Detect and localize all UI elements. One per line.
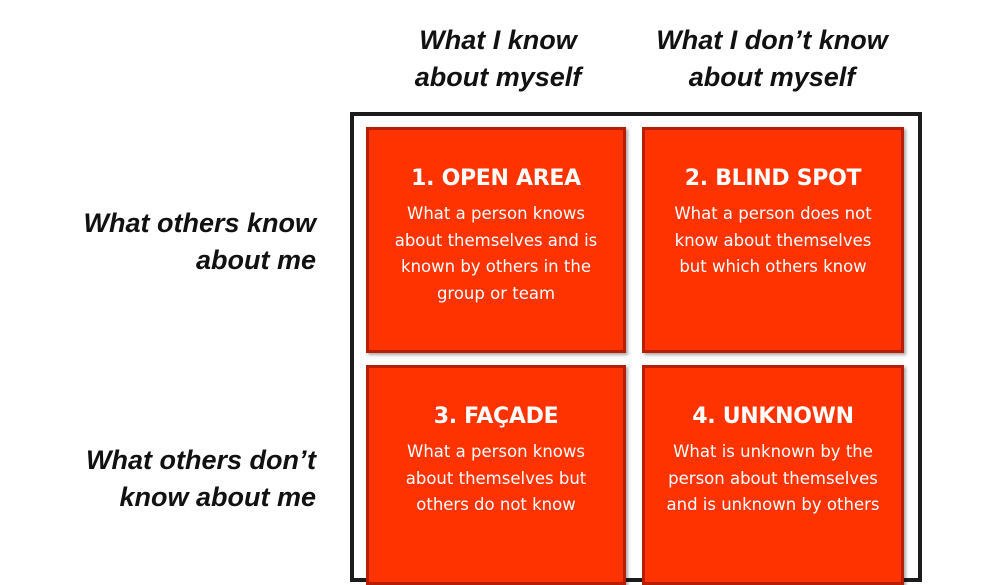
description-line: person about themselves [668,468,878,488]
description-line: What a person does not [674,204,872,223]
quadrant-title: 4. UNKNOWN [692,404,854,429]
quadrant-blind-spot: 2. BLIND SPOT What a person does not kno… [642,127,904,353]
quadrant-open-area: 1. OPEN AREA What a person knows about t… [366,127,626,353]
column-header-known-to-self: What I know about myself [398,22,598,96]
row-header-unknown-to-others: What others don’t know about me [86,442,316,516]
description-line: What a person knows [407,442,585,461]
column-header-unknown-to-self: What I don’t know about myself [640,22,904,96]
quadrant-title: 3. FAÇADE [433,404,559,429]
quadrant-unknown: 4. UNKNOWN What is unknown by the person… [642,365,904,585]
column-header-line: about myself [688,62,856,92]
quadrant-title: 1. OPEN AREA [411,166,581,191]
description-line: group or team [436,283,556,303]
quadrant-facade: 3. FAÇADE What a person knows about them… [366,365,626,585]
quadrant-title: 2. BLIND SPOT [684,166,862,191]
description-line: known by others in the [401,257,591,276]
description-line: What a person knows [407,204,585,223]
row-header-line: What others don’t [86,445,316,475]
description-line: and is unknown by others [666,495,880,514]
description-line: about themselves and is [394,230,598,250]
column-header-line: What I don’t know [656,25,888,55]
description-line: but which others know [679,257,867,276]
quadrant-description: What is unknown by the person about them… [645,439,901,519]
column-header-line: What I know [419,25,577,55]
description-line: know about themselves [674,230,872,250]
row-header-known-to-others: What others know about me [83,205,316,279]
row-header-line: about me [195,245,316,275]
row-header-line: know about me [119,482,316,512]
description-line: What is unknown by the [673,442,873,461]
quadrant-description: What a person knows about themselves but… [369,439,623,519]
quadrant-description: What a person does not know about themse… [645,201,901,281]
description-line: others do not know [416,495,576,514]
column-header-line: about myself [414,62,582,92]
quadrant-description: What a person knows about themselves and… [369,201,623,307]
description-line: about themselves but [405,468,587,488]
row-header-line: What others know [83,208,316,238]
